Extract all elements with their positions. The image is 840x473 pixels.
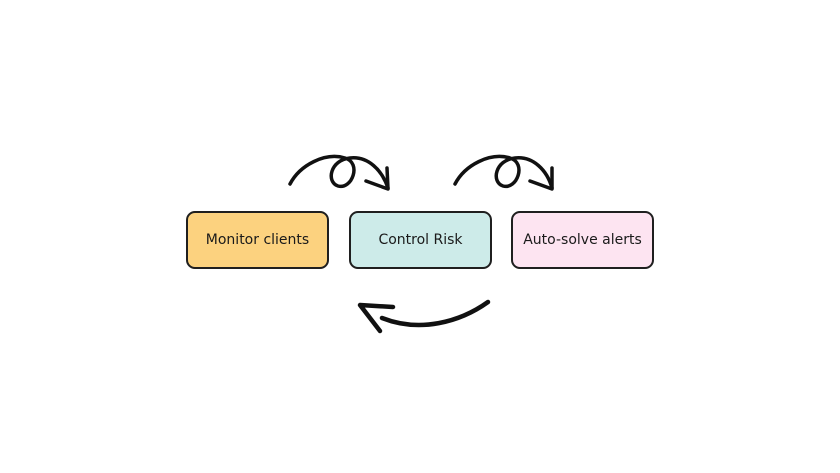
curly-arrow-2-to-3 [453, 154, 554, 190]
step-label: Control Risk [378, 232, 463, 248]
curly-arrow-1-to-2 [288, 154, 390, 190]
step-label: Monitor clients [205, 232, 310, 248]
return-arrowhead [357, 302, 396, 334]
step-control-risk: Control Risk [349, 211, 492, 269]
return-arrow-3-to-1 [379, 299, 491, 328]
step-auto-solve-alerts: Auto-solve alerts [511, 211, 654, 269]
step-label: Auto-solve alerts [523, 232, 642, 248]
step-monitor-clients: Monitor clients [186, 211, 329, 269]
arrowhead-1 [364, 166, 390, 191]
arrowhead-2 [528, 166, 554, 191]
